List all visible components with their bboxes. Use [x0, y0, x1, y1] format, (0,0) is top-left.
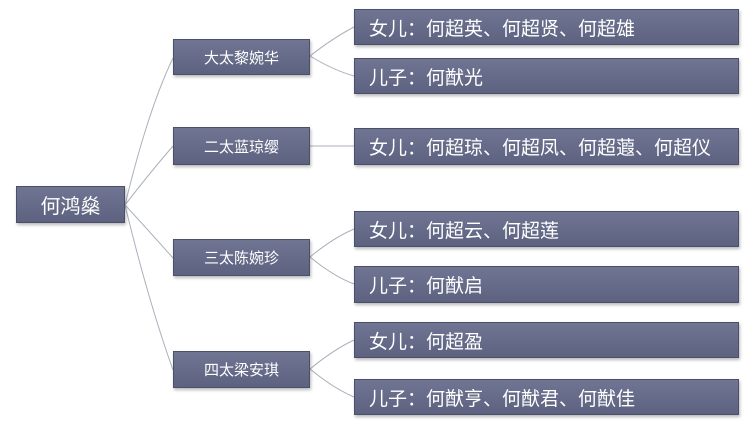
connector-root-wife-1 — [124, 57, 174, 206]
wife-node-2: 二太蓝琼缨 — [173, 127, 310, 165]
wife-node-1: 大太黎婉华 — [173, 39, 310, 75]
child-node: 女儿：何超云、何超莲 — [354, 211, 739, 247]
connector-wife-3-child-1 — [309, 228, 355, 258]
child-node: 儿子：何猷亨、何猷君、何猷佳 — [354, 379, 739, 415]
root-node: 何鸿燊 — [16, 186, 125, 223]
connector-wife-1-child-1 — [309, 26, 355, 57]
root-label: 何鸿燊 — [40, 194, 101, 218]
connector-wife-3-child-2 — [309, 256, 355, 285]
wife-node-4: 四太梁安琪 — [173, 351, 310, 388]
connector-root-wife-4 — [124, 204, 174, 371]
child-node: 女儿：何超盈 — [354, 322, 739, 358]
child-node: 儿子：何猷光 — [354, 58, 739, 94]
wife-label: 四太梁安琪 — [203, 361, 279, 379]
wife-label: 三太陈婉珍 — [203, 249, 279, 267]
child-node: 儿子：何猷启 — [354, 266, 739, 303]
child-label: 儿子：何猷光 — [369, 66, 484, 89]
child-node: 女儿：何超英、何超贤、何超雄 — [354, 9, 739, 45]
child-label: 儿子：何猷启 — [369, 275, 484, 297]
child-label: 儿子：何猷亨、何猷君、何猷佳 — [369, 387, 636, 410]
connector-wife-4-child-2 — [309, 368, 355, 398]
child-label: 女儿：何超琼、何超凤、何超蕸、何超仪 — [369, 137, 712, 159]
connector-wife-4-child-1 — [309, 339, 355, 370]
connector-root-wife-2 — [124, 145, 174, 206]
connector-wife-1-child-2 — [309, 55, 355, 77]
child-node: 女儿：何超琼、何超凤、何超蕸、何超仪 — [354, 128, 739, 165]
child-label: 女儿：何超英、何超贤、何超雄 — [369, 17, 636, 40]
wife-node-3: 三太陈婉珍 — [173, 239, 310, 276]
connector-root-wife-3 — [124, 204, 174, 259]
wife-label: 二太蓝琼缨 — [203, 137, 279, 156]
child-label: 女儿：何超云、何超莲 — [369, 219, 560, 242]
wife-label: 大太黎婉华 — [203, 48, 279, 67]
child-label: 女儿：何超盈 — [369, 330, 484, 353]
